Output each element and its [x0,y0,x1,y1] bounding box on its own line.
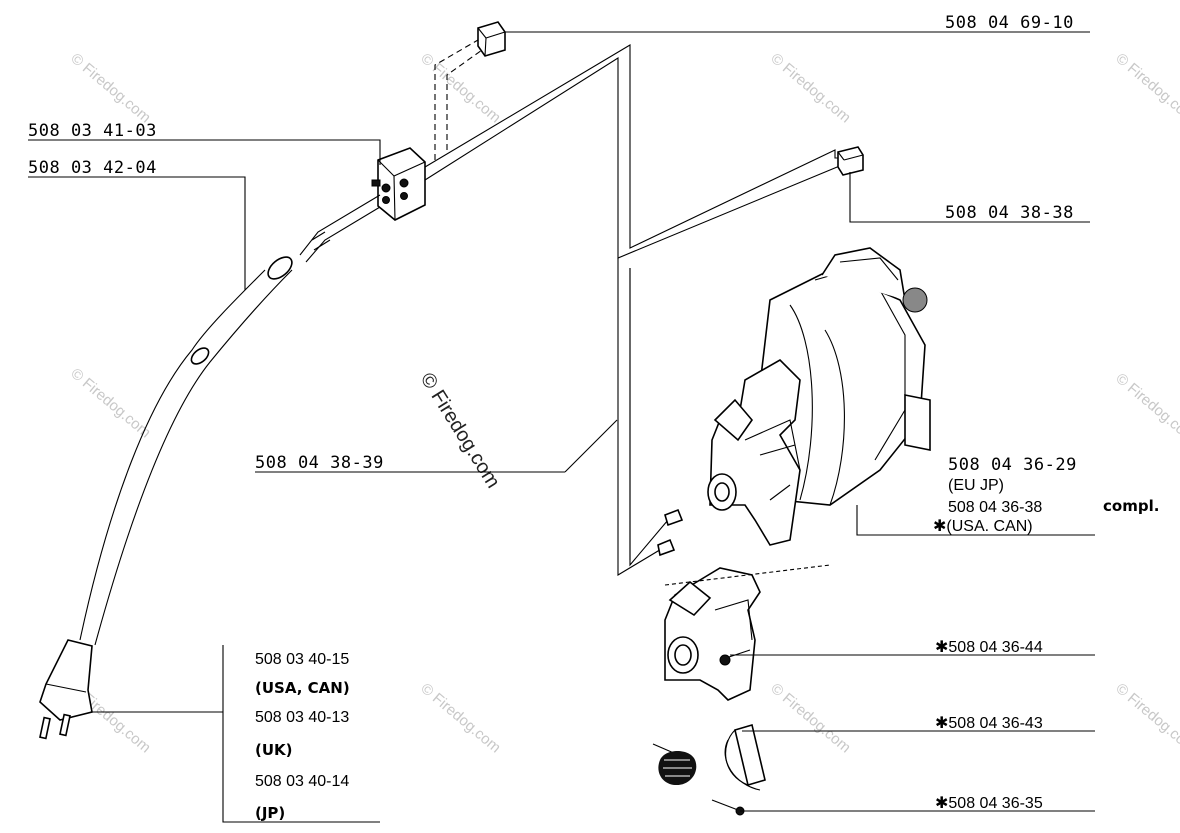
callout-right-connector: 508 04 38-38 [945,203,1074,223]
switch [371,147,426,221]
plug-variant-region: (JP) [255,804,285,822]
callout-screw: ✱508 04 36-35 [935,795,1043,812]
plug-variant-part: 508 03 40-13 [255,709,349,726]
brush [724,723,766,791]
callout-wire-harness: 508 04 38-39 [255,453,384,473]
watermark-tile: © Firedog.com [67,365,153,441]
watermark-tile: © Firedog.com [767,680,853,756]
watermark-tile: © Firedog.com [1112,50,1180,126]
screw [711,799,745,816]
watermark-tile: © Firedog.com [1112,370,1180,446]
watermark-tile: © Firedog.com [417,50,503,126]
plug-variant-region: (UK) [255,741,293,759]
watermark-tile: © Firedog.com [67,50,153,126]
plug-variant-region: (USA, CAN) [255,679,350,697]
callout-switch: 508 03 41-03 [28,121,157,141]
plug-variant-part: 508 03 40-14 [255,773,349,790]
callout-motor-compl: compl. [1103,497,1159,515]
wire-harness [419,39,843,576]
callout-motor-main: 508 04 36-29 [948,455,1077,475]
top-connector [477,21,506,57]
leader-lines [28,31,1095,823]
callout-brush-holder: ✱508 04 36-44 [935,639,1043,656]
plug-variants: 508 03 40-15 (USA, CAN) 508 03 40-13 (UK… [255,651,350,822]
callout-motor-alt-region: ✱(USA. CAN) [933,518,1033,535]
spring [652,743,697,786]
watermark-main: © Firedog.com [416,369,504,492]
watermark-tile: © Firedog.com [417,680,503,756]
watermark-tile: © Firedog.com [1112,680,1180,756]
power-cord [79,194,381,646]
callout-motor-main-region: (EU JP) [948,477,1004,494]
callout-cord-sleeve: 508 03 42-04 [28,158,157,178]
motor [657,247,931,557]
callout-top-connector: 508 04 69-10 [945,13,1074,33]
right-connector [837,146,864,176]
brush-holder [664,564,831,701]
plug-variant-part: 508 03 40-15 [255,651,349,668]
callout-brush: ✱508 04 36-43 [935,715,1043,732]
watermark-tile: © Firedog.com [767,50,853,126]
callout-motor-alt: 508 04 36-38 [948,499,1042,516]
plug [39,639,93,740]
